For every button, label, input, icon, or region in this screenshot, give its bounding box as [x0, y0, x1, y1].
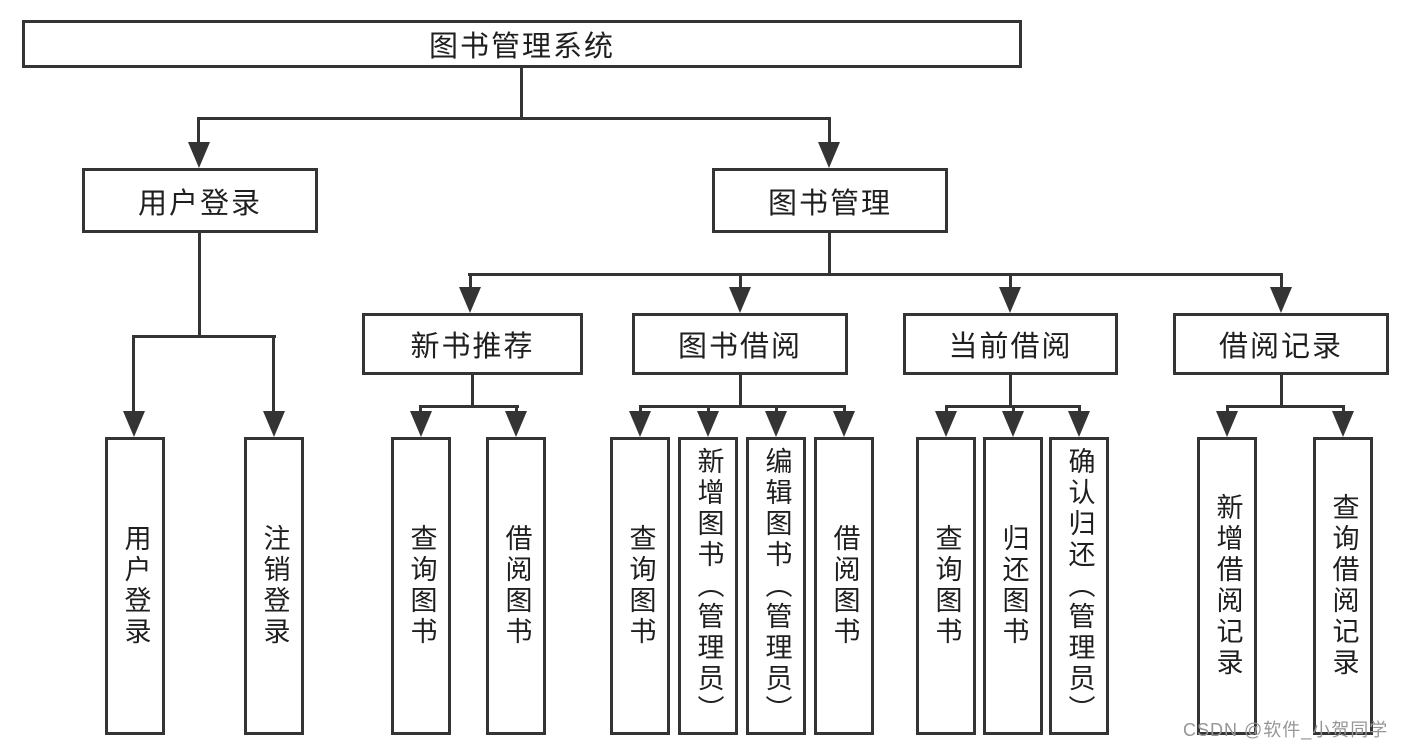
connector-leaf-drop [1012, 405, 1015, 415]
node-book-borrowing: 图书借阅 [632, 313, 848, 375]
arrow-down-section [729, 287, 751, 313]
leaf-borrowing-query-book: 查询图书 [610, 437, 670, 735]
connector-leaf-drop [272, 335, 275, 415]
connector-leaf-drop [132, 335, 135, 415]
leaf-borrowing-borrow-book-label: 借阅图书 [829, 524, 860, 648]
arrow-down-leaf [505, 411, 527, 437]
arrow-down-user-login [188, 142, 210, 168]
leaf-add-book-admin-label: 新增图书（管理员） [693, 446, 724, 726]
leaf-borrowing-query-book-label: 查询图书 [625, 524, 656, 648]
leaf-return-book-label: 归还图书 [998, 524, 1029, 648]
leaf-recommend-query-book-label: 查询图书 [406, 524, 437, 648]
connector-section-drop [739, 273, 742, 289]
leaf-edit-book-admin: 编辑图书（管理员） [746, 437, 806, 735]
leaf-query-borrow-record-label: 查询借阅记录 [1328, 493, 1359, 679]
arrow-down-leaf [1332, 411, 1354, 437]
arrow-down-leaf [1002, 411, 1024, 437]
connector-leaf-drop [707, 405, 710, 415]
connector-section-drop [1280, 273, 1283, 289]
connector-section-drop [469, 273, 472, 289]
node-current-borrowing: 当前借阅 [903, 313, 1118, 375]
connector-current-stem [1009, 373, 1012, 405]
leaf-user-login-label: 用户登录 [120, 524, 151, 648]
leaf-add-book-admin: 新增图书（管理员） [678, 437, 738, 735]
leaf-current-query-book-label: 查询图书 [931, 524, 962, 648]
node-new-book-recommend: 新书推荐 [362, 313, 583, 375]
connector-recommend-stem [471, 373, 474, 405]
leaf-recommend-borrow-book-label: 借阅图书 [501, 524, 532, 648]
arrow-down-section [999, 287, 1021, 313]
connector-user-login-drop [197, 117, 200, 147]
node-book-management-label: 图书管理 [767, 187, 892, 220]
node-user-login: 用户登录 [82, 168, 318, 233]
arrow-down-leaf [123, 411, 145, 437]
leaf-recommend-borrow-book: 借阅图书 [486, 437, 546, 735]
connector-leaf-drop [1226, 405, 1229, 415]
connector-book-mgmt-drop [828, 117, 831, 147]
arrow-down-section [459, 287, 481, 313]
node-current-borrowing-label: 当前借阅 [948, 331, 1073, 363]
connector-records-rail [1226, 405, 1345, 408]
csdn-watermark: CSDN @软件_小贺同学 [1183, 720, 1389, 740]
arrow-down-leaf [765, 411, 787, 437]
arrow-down-section [1270, 287, 1292, 313]
leaf-add-borrow-record-label: 新增借阅记录 [1212, 493, 1243, 679]
leaf-current-query-book: 查询图书 [916, 437, 976, 735]
connector-book-mgmt-stem [828, 231, 831, 273]
arrow-down-leaf [1068, 411, 1090, 437]
connector-borrowing-stem [739, 373, 742, 405]
node-book-management: 图书管理 [712, 168, 948, 233]
leaf-confirm-return-admin: 确认归还（管理员） [1049, 437, 1109, 735]
leaf-recommend-query-book: 查询图书 [391, 437, 451, 735]
node-borrowing-records: 借阅记录 [1173, 313, 1389, 375]
connector-leaf-drop [1078, 405, 1081, 415]
node-new-book-recommend-label: 新书推荐 [410, 331, 535, 363]
node-borrowing-records-label: 借阅记录 [1218, 331, 1343, 363]
leaf-user-login: 用户登录 [105, 437, 165, 735]
arrow-down-leaf [1216, 411, 1238, 437]
arrow-down-leaf [410, 411, 432, 437]
connector-leaf-drop [1342, 405, 1345, 415]
leaf-confirm-return-admin-label: 确认归还（管理员） [1064, 446, 1095, 726]
node-root-label: 图书管理系统 [428, 31, 615, 63]
leaf-return-book: 归还图书 [983, 437, 1043, 735]
connector-user-login-stem [198, 231, 201, 335]
connector-borrowing-rail [639, 405, 846, 408]
arrow-down-book-mgmt [818, 142, 840, 168]
leaf-borrowing-borrow-book: 借阅图书 [814, 437, 874, 735]
node-root-system: 图书管理系统 [22, 20, 1022, 68]
arrow-down-leaf [935, 411, 957, 437]
arrow-down-leaf [833, 411, 855, 437]
arrow-down-leaf [263, 411, 285, 437]
connector-leaf-drop [945, 405, 948, 415]
arrow-down-leaf [697, 411, 719, 437]
connector-level3-rail [468, 273, 1283, 276]
connector-root-stem [520, 66, 523, 117]
connector-recommend-rail [419, 405, 519, 408]
connector-level1-rail [197, 117, 831, 120]
node-user-login-label: 用户登录 [137, 187, 262, 220]
leaf-query-borrow-record: 查询借阅记录 [1313, 437, 1373, 735]
connector-leaf-drop [843, 405, 846, 415]
leaf-logout: 注销登录 [244, 437, 304, 735]
leaf-logout-label: 注销登录 [259, 524, 290, 648]
arrow-down-leaf [629, 411, 651, 437]
connector-leaf-drop [515, 405, 518, 415]
leaf-add-borrow-record: 新增借阅记录 [1197, 437, 1257, 735]
leaf-edit-book-admin-label: 编辑图书（管理员） [761, 446, 792, 726]
connector-records-stem [1280, 373, 1283, 405]
connector-leaf-drop [639, 405, 642, 415]
node-book-borrowing-label: 图书借阅 [677, 331, 802, 363]
connector-leaf-drop [775, 405, 778, 415]
connector-leaf-drop [419, 405, 422, 415]
connector-user-login-rail [132, 335, 276, 338]
connector-section-drop [1009, 273, 1012, 289]
